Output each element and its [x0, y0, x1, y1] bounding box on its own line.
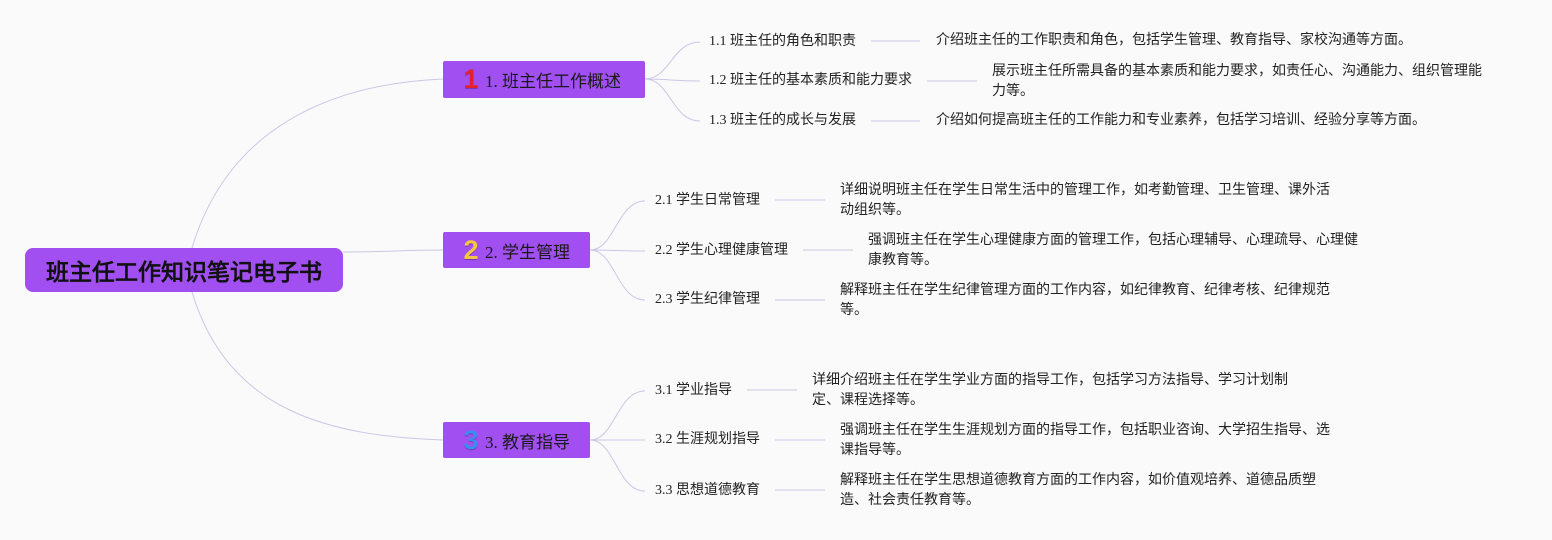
connector-line — [191, 78, 444, 249]
connector-line — [589, 249, 646, 301]
description-line: 课指导等。 — [840, 443, 910, 458]
connector-line — [644, 41, 701, 80]
subtopic-1-3[interactable]: 1.3 班主任的成长与发展 — [709, 113, 856, 128]
number-3-icon: 3 — [463, 424, 479, 455]
subtopic-description[interactable]: 介绍如何提高班主任的工作能力和专业素养，包括学习培训、经验分享等方面。 — [936, 111, 1426, 131]
description-line: 康教育等。 — [868, 253, 938, 268]
number-2-icon: 2 — [463, 234, 479, 265]
description-line: 介绍如何提高班主任的工作能力和专业素养，包括学习培训、经验分享等方面。 — [936, 113, 1426, 128]
topic-branch-1[interactable]: 1 1. 班主任工作概述 — [443, 61, 645, 98]
topic-label: 2. 学生管理 — [485, 242, 570, 262]
description-line: 强调班主任在学生心理健康方面的管理工作，包括心理辅导、心理疏导、心理健 — [868, 233, 1358, 248]
subtopic-description[interactable]: 强调班主任在学生心理健康方面的管理工作，包括心理辅导、心理疏导、心理健 康教育等… — [868, 231, 1358, 271]
topic-branch-3[interactable]: 3 3. 教育指导 — [443, 422, 590, 458]
connector-line — [644, 78, 701, 122]
subtopic-2-1[interactable]: 2.1 学生日常管理 — [655, 193, 760, 208]
description-line: 介绍班主任的工作职责和角色，包括学生管理、教育指导、家校沟通等方面。 — [936, 33, 1412, 48]
connector-line — [589, 439, 646, 492]
subtopic-description[interactable]: 详细说明班主任在学生日常生活中的管理工作，如考勤管理、卫生管理、课外活 动组织等… — [840, 181, 1330, 221]
topic-label: 3. 教育指导 — [485, 432, 570, 452]
description-line: 定、课程选择等。 — [812, 393, 924, 408]
connector-line — [589, 249, 646, 252]
connector-line — [342, 249, 444, 253]
description-line: 详细介绍班主任在学生学业方面的指导工作，包括学习方法指导、学习计划制 — [812, 373, 1288, 388]
subtopic-description[interactable]: 展示班主任所需具备的基本素质和能力要求，如责任心、沟通能力、组织管理能 力等。 — [992, 62, 1482, 102]
root-topic[interactable]: 班主任工作知识笔记电子书 — [25, 248, 343, 292]
number-1-icon: 1 — [463, 64, 479, 94]
description-line: 造、社会责任教育等。 — [840, 493, 980, 508]
description-line: 详细说明班主任在学生日常生活中的管理工作，如考勤管理、卫生管理、课外活 — [840, 183, 1330, 198]
subtopic-2-2[interactable]: 2.2 学生心理健康管理 — [655, 243, 788, 258]
subtopic-2-3[interactable]: 2.3 学生纪律管理 — [655, 292, 760, 307]
subtopic-description[interactable]: 解释班主任在学生思想道德教育方面的工作内容，如价值观培养、道德品质塑 造、社会责… — [840, 471, 1316, 511]
connector-line — [191, 291, 444, 441]
subtopic-1-2[interactable]: 1.2 班主任的基本素质和能力要求 — [709, 73, 912, 88]
subtopic-description[interactable]: 强调班主任在学生生涯规划方面的指导工作，包括职业咨询、大学招生指导、选 课指导等… — [840, 421, 1330, 461]
subtopic-description[interactable]: 解释班主任在学生纪律管理方面的工作内容，如纪律教育、纪律考核、纪律规范 等。 — [840, 281, 1330, 321]
description-line: 力等。 — [992, 84, 1034, 99]
connector-line — [644, 78, 701, 82]
subtopic-description[interactable]: 详细介绍班主任在学生学业方面的指导工作，包括学习方法指导、学习计划制 定、课程选… — [812, 371, 1288, 411]
topic-label: 1. 班主任工作概述 — [485, 72, 621, 91]
description-line: 强调班主任在学生生涯规划方面的指导工作，包括职业咨询、大学招生指导、选 — [840, 423, 1330, 438]
connector-line — [589, 200, 646, 251]
subtopic-1-1[interactable]: 1.1 班主任的角色和职责 — [709, 34, 856, 49]
description-line: 动组织等。 — [840, 203, 910, 218]
topic-branch-2[interactable]: 2 2. 学生管理 — [443, 232, 590, 268]
subtopic-description[interactable]: 介绍班主任的工作职责和角色，包括学生管理、教育指导、家校沟通等方面。 — [936, 31, 1412, 51]
subtopic-3-1[interactable]: 3.1 学业指导 — [655, 383, 732, 398]
description-line: 展示班主任所需具备的基本素质和能力要求，如责任心、沟通能力、组织管理能 — [992, 64, 1482, 79]
description-line: 解释班主任在学生思想道德教育方面的工作内容，如价值观培养、道德品质塑 — [840, 473, 1316, 488]
subtopic-3-2[interactable]: 3.2 生涯规划指导 — [655, 432, 760, 447]
subtopic-3-3[interactable]: 3.3 思想道德教育 — [655, 483, 760, 498]
connector-line — [589, 390, 646, 441]
description-line: 解释班主任在学生纪律管理方面的工作内容，如纪律教育、纪律考核、纪律规范 — [840, 283, 1330, 298]
description-line: 等。 — [840, 303, 868, 318]
